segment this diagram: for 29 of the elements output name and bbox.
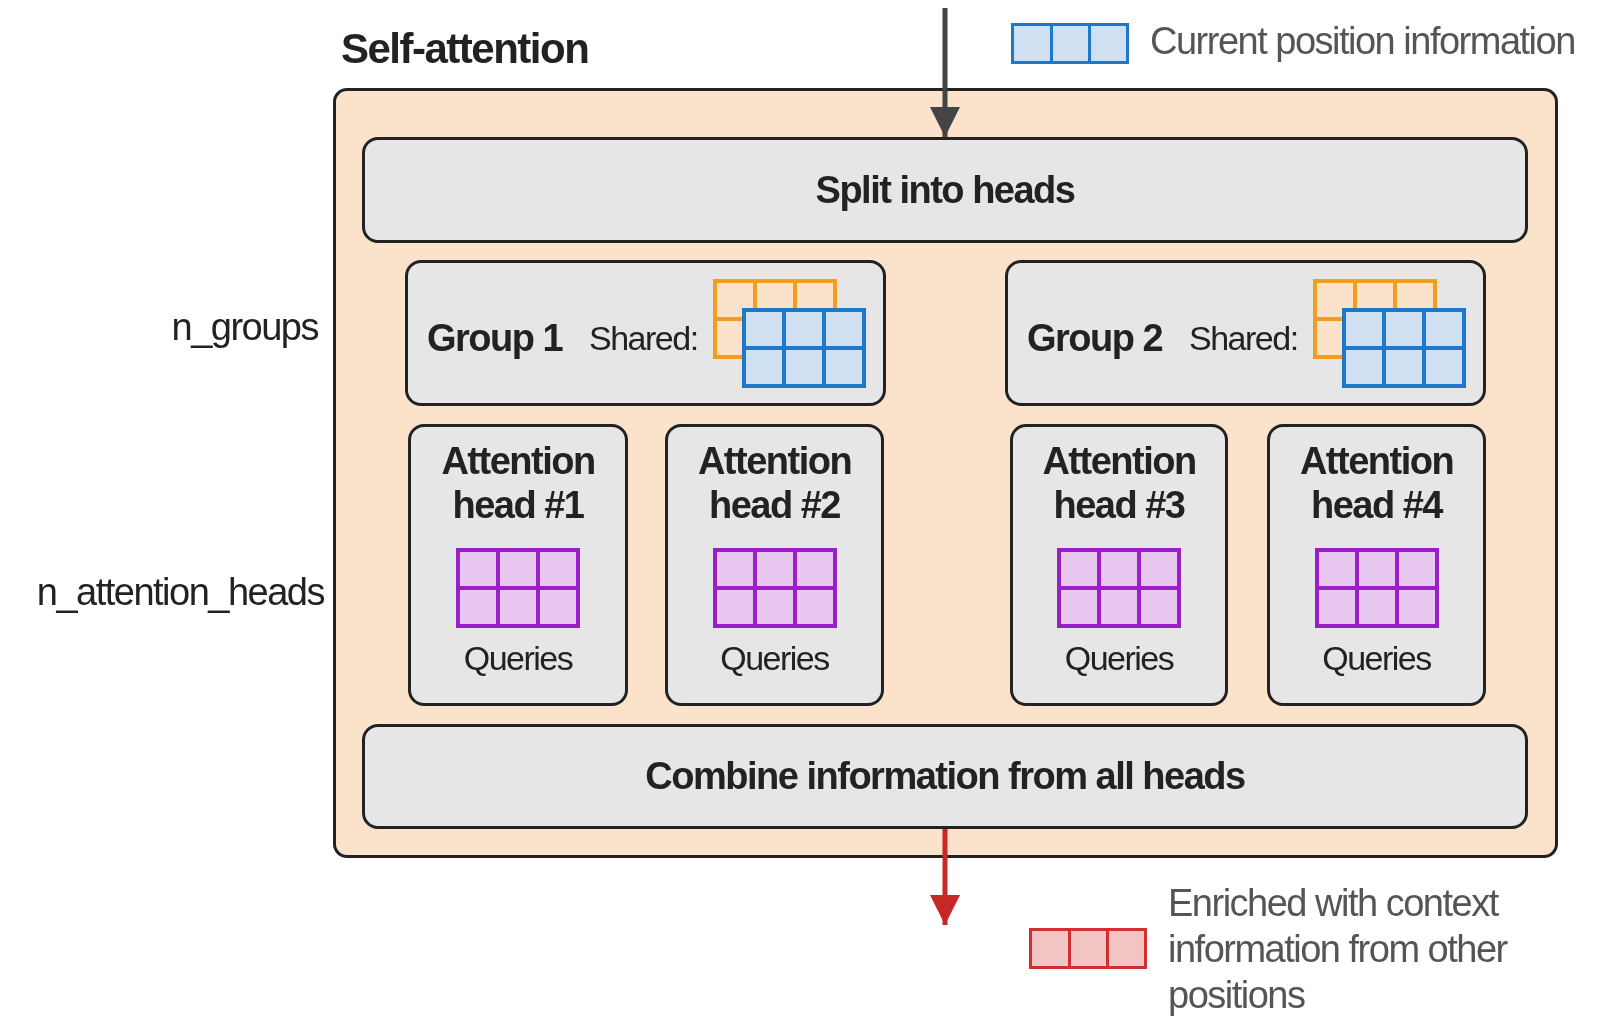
process-box <box>362 137 1528 243</box>
axis-label: n_attention_heads <box>35 571 324 614</box>
attention-head-box <box>408 424 628 706</box>
arrow <box>930 8 960 137</box>
axis-label: n_groups <box>170 306 318 349</box>
legend-text: Current position information <box>1150 19 1576 64</box>
process-box <box>362 724 1528 829</box>
head-title: Attention head #3 <box>1041 439 1197 527</box>
group-box <box>1005 260 1486 406</box>
box-label: Split into heads <box>814 167 1076 213</box>
group-label: Group 2 <box>1027 317 1163 360</box>
shared-label: Shared: <box>589 319 698 358</box>
group-box <box>405 260 886 406</box>
attention-head-box <box>1010 424 1228 706</box>
box-label: Combine information from all heads <box>644 754 1246 799</box>
legend-text: Enriched with context information from other positions <box>1168 881 1509 1018</box>
group-label: Group 1 <box>427 317 563 360</box>
block-title: Self-attention <box>341 25 589 73</box>
shared-label: Shared: <box>1189 319 1298 358</box>
head-title: Attention head #1 <box>440 439 596 527</box>
queries-label: Queries <box>1063 639 1175 678</box>
attention-head-box <box>1267 424 1486 706</box>
queries-label: Queries <box>1321 639 1432 678</box>
queries-label: Queries <box>462 639 574 678</box>
arrow <box>930 829 960 925</box>
head-title: Attention head #4 <box>1298 439 1455 527</box>
queries-label: Queries <box>719 639 830 678</box>
attention-head-box <box>665 424 884 706</box>
head-title: Attention head #2 <box>696 439 853 527</box>
